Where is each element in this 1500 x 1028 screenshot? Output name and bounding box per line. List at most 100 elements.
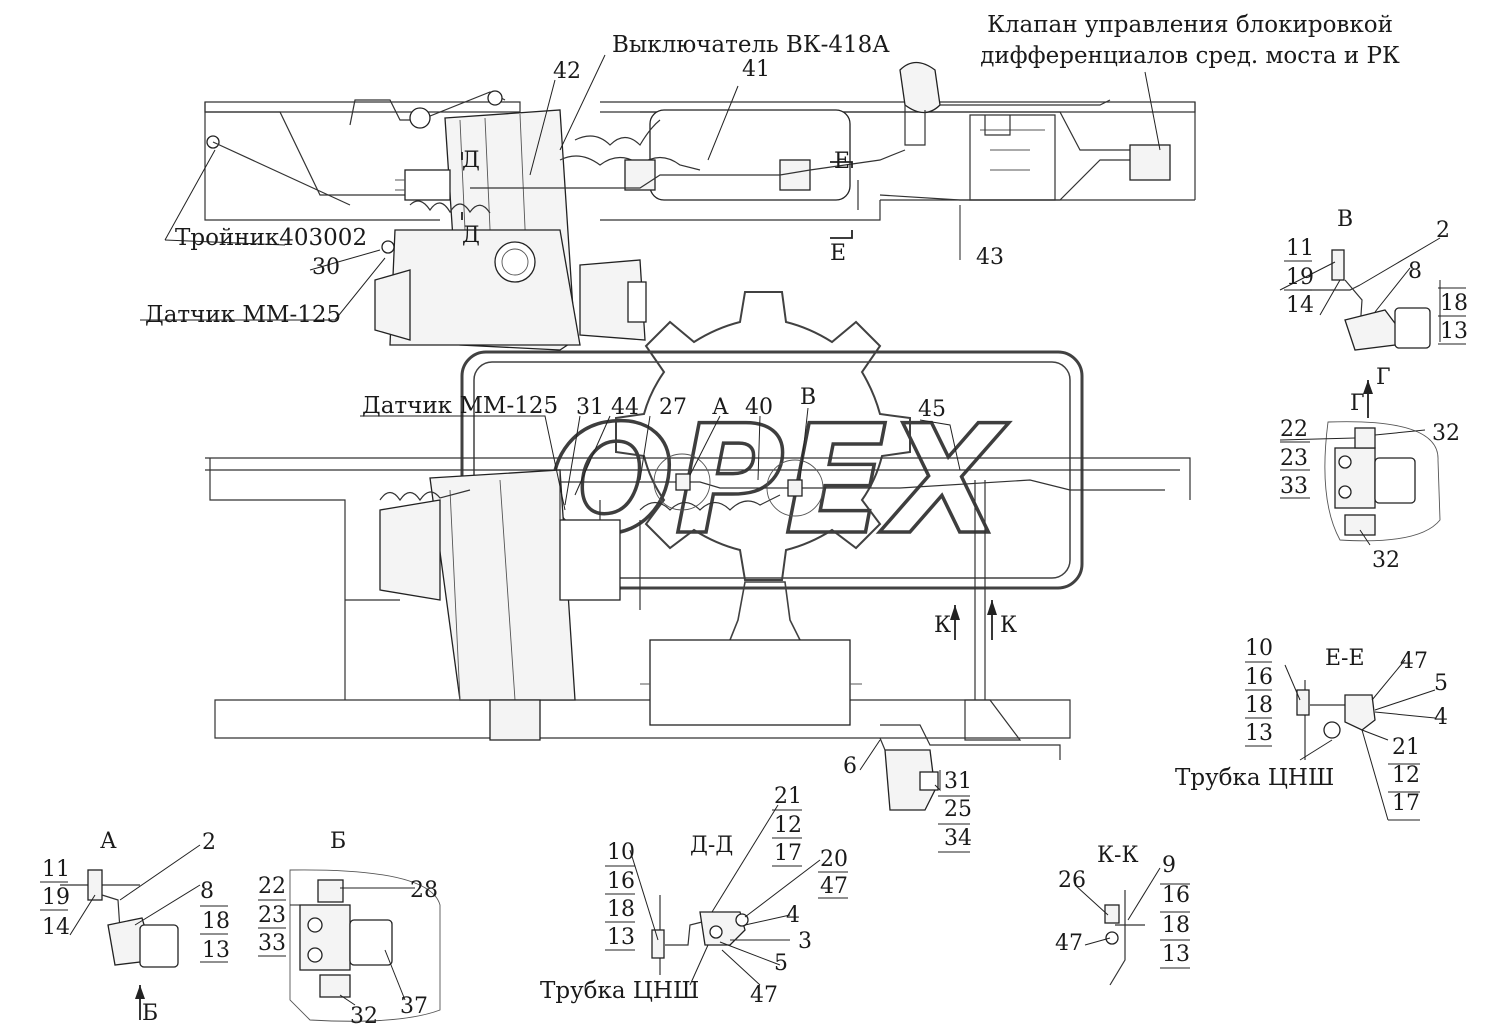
detail-view-dd [651, 895, 749, 975]
a-num-13: 13 [202, 938, 230, 963]
view-title-dd: Д-Д [690, 833, 733, 858]
v-num-13: 13 [1440, 319, 1468, 344]
dd-num-20: 20 [820, 847, 848, 872]
view-title-v: В [1337, 207, 1353, 232]
dd-num-16: 16 [607, 869, 635, 894]
kk-num-16: 16 [1162, 883, 1190, 908]
num-6: 6 [843, 754, 857, 779]
detail-view-kk [1104, 890, 1145, 986]
dd-num-47a: 47 [820, 874, 848, 899]
kk-num-18: 18 [1162, 913, 1190, 938]
dd-num-12: 12 [774, 813, 802, 838]
callout-valve-line1: Клапан управления блокировкой [987, 12, 1393, 38]
dd-num-5: 5 [774, 951, 788, 976]
a-num-14: 14 [42, 915, 70, 940]
transfer-case-plan [429, 469, 576, 701]
b-num-33: 33 [258, 931, 286, 956]
ee-num-17: 17 [1392, 791, 1420, 816]
v-num-14: 14 [1286, 293, 1314, 318]
a-num-11: 11 [42, 857, 70, 882]
num-31-mid: 31 [576, 395, 604, 420]
ee-num-18: 18 [1245, 693, 1273, 718]
section-line-e [830, 161, 853, 239]
callout-sensor-mid: Датчик ММ-125 [362, 393, 558, 419]
detail-view-a [60, 869, 179, 1020]
input-flange [404, 169, 451, 201]
view-title-ee: Е-Е [1325, 646, 1365, 671]
b-num-32: 32 [350, 1004, 378, 1028]
view-title-b: Б [330, 829, 346, 854]
v-num-8: 8 [1408, 259, 1422, 284]
ee-num-21: 21 [1392, 735, 1420, 760]
leader-lines [69, 54, 1441, 1006]
ee-num-5: 5 [1434, 671, 1448, 696]
v-num-19: 19 [1286, 265, 1314, 290]
dd-num-3: 3 [798, 929, 812, 954]
dd-num-18: 18 [607, 897, 635, 922]
b-num-28: 28 [410, 878, 438, 903]
num-25-bottom: 25 [944, 797, 972, 822]
mark-b-arrow: Б [142, 1001, 158, 1026]
switch-block-2 [779, 159, 811, 191]
v-num-2: 2 [1436, 218, 1450, 243]
view-title-g: Г [1350, 391, 1365, 416]
num-40: 40 [745, 395, 773, 420]
g-num-33: 33 [1280, 474, 1308, 499]
detail-view-g [1324, 421, 1441, 542]
switch-detail-a-circle [653, 453, 711, 511]
ee-num-16: 16 [1245, 665, 1273, 690]
callout-vk-switch: Выключатель ВК-418А [612, 32, 890, 58]
num-34-bottom: 34 [944, 826, 972, 851]
diff-lock-valve [1129, 144, 1171, 181]
kk-num-26: 26 [1058, 868, 1086, 893]
view-title-kk: К-К [1097, 843, 1139, 868]
a-num-8: 8 [200, 879, 214, 904]
num-42: 42 [553, 59, 581, 84]
dd-num-21: 21 [774, 784, 802, 809]
mark-g-arrow: Г [1376, 365, 1391, 390]
a-num-19: 19 [42, 885, 70, 910]
v-num-18: 18 [1440, 291, 1468, 316]
mark-a-mid: А [712, 395, 729, 420]
num-43: 43 [976, 245, 1004, 270]
callout-valve-line2: дифференциалов сред. моста и РК [980, 43, 1400, 69]
ee-num-47: 47 [1400, 649, 1428, 674]
dd-num-13: 13 [607, 925, 635, 950]
air-receiver-tank-top [649, 109, 851, 201]
detail-view-v [1300, 249, 1431, 418]
g-num-32b: 32 [1372, 548, 1400, 573]
a-num-18: 18 [202, 909, 230, 934]
v-num-11: 11 [1286, 236, 1314, 261]
mark-e-bottom: Е [830, 241, 846, 266]
labels: Выключатель ВК-418А Клапан управления бл… [42, 12, 1468, 1028]
switch-detail-v-circle [766, 459, 824, 517]
callout-sensor-top: Датчик ММ-125 [145, 302, 341, 328]
num-30: 30 [312, 255, 340, 280]
mark-k-right: К [1000, 613, 1017, 638]
mark-d-bottom: Д [462, 223, 480, 248]
kk-num-9: 9 [1162, 853, 1176, 878]
mark-d-top: Д [462, 148, 480, 173]
b-num-22: 22 [258, 874, 286, 899]
g-num-32a: 32 [1432, 421, 1460, 446]
kk-num-47: 47 [1055, 931, 1083, 956]
middle-assembly-view [205, 453, 1191, 811]
mark-v-mid: В [800, 385, 816, 410]
fitting-dd [699, 911, 746, 946]
gearbox-lower [389, 229, 581, 346]
g-num-22: 22 [1280, 417, 1308, 442]
callout-tube-ee: Трубка ЦНШ [1175, 765, 1334, 791]
ee-num-13: 13 [1245, 721, 1273, 746]
callout-tube-dd: Трубка ЦНШ [540, 978, 699, 1004]
air-receiver-tank-bottom [649, 639, 851, 726]
detail-view-b [289, 869, 441, 1022]
gear-window [494, 241, 536, 283]
num-44: 44 [611, 395, 639, 420]
mark-k-left: К [934, 613, 951, 638]
callout-tee: Тройник403002 [175, 225, 367, 251]
ee-num-12: 12 [1392, 763, 1420, 788]
valve-b [299, 904, 351, 971]
num-27: 27 [659, 395, 687, 420]
dd-num-4: 4 [786, 903, 800, 928]
